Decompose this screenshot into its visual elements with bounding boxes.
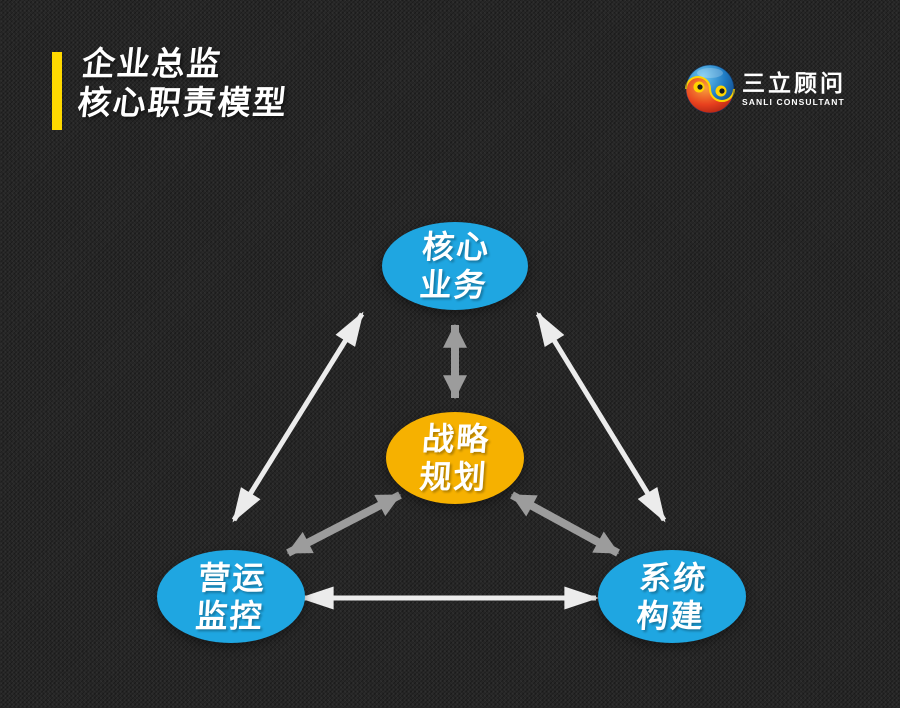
arrow-strategy-planning-operation-monitoring bbox=[286, 491, 402, 557]
node-operation-monitoring-line1: 营运 bbox=[197, 559, 268, 596]
arrow-core-business-system-building bbox=[535, 311, 667, 523]
node-strategy-planning: 战略 规划 bbox=[386, 412, 524, 504]
node-operation-monitoring-line2: 监控 bbox=[194, 597, 265, 634]
node-core-business-line2: 业务 bbox=[418, 267, 489, 303]
node-strategy-planning-line1: 战略 bbox=[421, 421, 492, 457]
node-operation-monitoring: 营运 监控 bbox=[157, 550, 305, 643]
arrow-core-business-operation-monitoring bbox=[231, 311, 365, 523]
logo-company-name-en: SANLI CONSULTANT bbox=[742, 97, 845, 107]
node-core-business-line1: 核心 bbox=[421, 229, 492, 265]
company-logo: 三立顾问 SANLI CONSULTANT bbox=[684, 63, 846, 115]
node-system-building-line2: 构建 bbox=[635, 597, 706, 634]
logo-company-name: 三立顾问 bbox=[742, 70, 846, 96]
node-system-building: 系统 构建 bbox=[598, 550, 746, 643]
node-core-business: 核心 业务 bbox=[382, 222, 528, 310]
sanli-sphere-icon bbox=[684, 63, 736, 115]
node-system-building-line1: 系统 bbox=[638, 559, 709, 596]
title-accent-bar bbox=[52, 52, 62, 130]
node-strategy-planning-line2: 规划 bbox=[418, 459, 489, 495]
arrow-strategy-planning-system-building bbox=[510, 491, 620, 557]
